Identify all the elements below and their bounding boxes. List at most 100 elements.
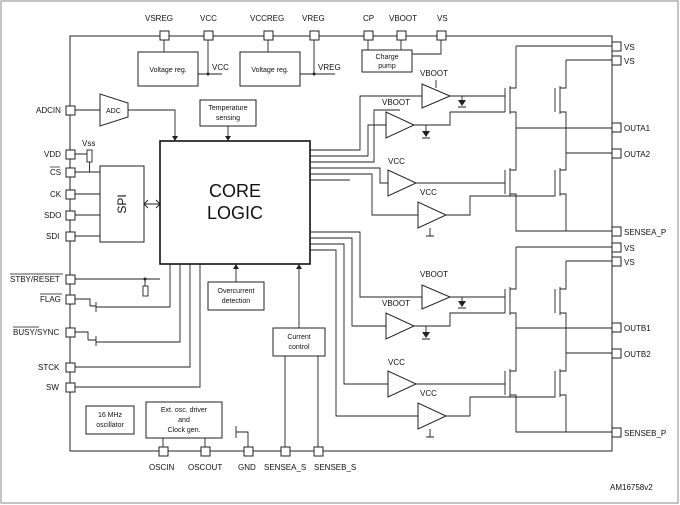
junction-dot (206, 72, 210, 76)
pin-box-senseb-p (611, 427, 622, 438)
pin-box-vboot (396, 30, 407, 41)
pin-label-sw: SW (46, 383, 59, 392)
bridge-b-vs-rails (515, 246, 612, 283)
arrow-head (233, 264, 239, 269)
pin-box-sw (65, 382, 76, 393)
bottom-pins: OSCIN OSCOUT GND SENSEA_S SENSEB_S (149, 446, 356, 472)
spi-label: SPI (115, 194, 129, 213)
top-pin-vsreg: VSREG (145, 14, 173, 41)
pin-box-adcin (65, 105, 76, 116)
pin-box-vs-b2 (611, 256, 622, 267)
vcc-out-label: VCC (212, 63, 229, 72)
temperature-sensing-block (199, 99, 257, 127)
diode-b1 (458, 301, 466, 307)
pin-label-sensea-p: SENSEA_P (624, 228, 666, 237)
adc-block (99, 93, 129, 127)
pin-box-ck (65, 189, 76, 200)
pin-label-outa2: OUTA2 (624, 150, 651, 159)
core-logic-label-2: LOGIC (207, 203, 263, 223)
pin-box-cp (363, 30, 374, 41)
pin-label-sensea-s: SENSEA_S (264, 463, 306, 472)
adc-label: ADC (106, 108, 121, 115)
pin-label-vboot: VBOOT (389, 14, 417, 23)
bridge-a: VBOOT VBOOT VCC VCC (382, 45, 612, 237)
overcurrent-label-2: detection (222, 298, 251, 305)
driver-a-hs2 (385, 111, 416, 139)
right-pins-a: VS VS OUTA1 OUTA2 SENSEA_P (611, 41, 666, 237)
right-pins-b: VS VS OUTB1 OUTB2 SENSEB_P (611, 242, 666, 438)
driver-b-hs1-label: VBOOT (420, 270, 448, 279)
pin-label-senseb-p: SENSEB_P (624, 429, 666, 438)
driver-b-hs1 (421, 284, 452, 310)
driver-a-ls1-label: VCC (388, 157, 405, 166)
current-control-label-2: control (288, 344, 309, 351)
bridge-b-sense-rail (515, 415, 612, 433)
spi-pin-wires (75, 171, 100, 237)
pin-label-stck: STCK (38, 363, 60, 372)
pin-box-vccreg (263, 30, 274, 41)
figure-id: AM16758v2 (610, 483, 653, 492)
pin-label-vsreg: VSREG (145, 14, 173, 23)
diode-a2 (422, 131, 430, 137)
pin-label-gnd: GND (238, 463, 256, 472)
arrow-head (172, 136, 178, 141)
pin-label-vs-b2: VS (624, 258, 635, 267)
pin-box-oscout (200, 446, 211, 457)
adc-to-core-wire (128, 109, 176, 140)
driver-a-ls2 (417, 201, 448, 229)
pin-label-sdi: SDI (46, 232, 59, 241)
top-pin-vccreg: VCCREG (250, 14, 284, 41)
arrow-head (225, 136, 231, 141)
driver-b-ls2-label: VCC (420, 389, 437, 398)
pin-box-outa2 (611, 148, 622, 159)
junction-dot (312, 72, 316, 76)
overcurrent-label-1: Overcurrent (218, 288, 255, 295)
vreg-out-label: VREG (318, 63, 341, 72)
pullup-resistor (86, 149, 93, 163)
clock-gen-label-3: Clock gen. (167, 427, 200, 434)
driver-a-hs1-wire (435, 80, 505, 97)
driver-b-ls2 (417, 402, 448, 430)
top-pin-vs: VS (436, 14, 448, 41)
top-pin-vcc: VCC (200, 14, 217, 41)
charge-pump-wires (367, 40, 442, 55)
fet-b-ls2 (554, 365, 567, 415)
spi-block (99, 165, 145, 243)
driver-a-ls2-wire (446, 194, 556, 216)
pin-box-sensea-s (280, 446, 291, 457)
pin-label-vs-a2: VS (624, 57, 635, 66)
pin-label-cs: CS (50, 168, 61, 177)
fet-a-hs2 (554, 82, 567, 142)
top-pin-vboot: VBOOT (389, 14, 417, 41)
pin-box-sdo (65, 210, 76, 221)
pin-label-senseb-s: SENSEB_S (314, 463, 356, 472)
fet-b-hs2 (554, 283, 567, 343)
pin-label-vdd: VDD (44, 150, 61, 159)
pin-label-flag: FLAG (40, 295, 61, 304)
bridge-a-out-nodes (515, 120, 612, 164)
bridge-b-out-nodes (515, 321, 612, 365)
core-logic-block (159, 140, 311, 265)
pin-label-outb1: OUTB1 (624, 324, 651, 333)
pin-box-vsreg (159, 30, 170, 41)
bridge-b: VBOOT VBOOT VCC VCC (382, 246, 612, 438)
driver-a-ls2-label: VCC (420, 188, 437, 197)
pin-box-outa1 (611, 122, 622, 133)
stby-resistor (142, 285, 149, 297)
stck-wire (75, 264, 191, 368)
core-to-bridge-b-wires (310, 231, 422, 417)
pin-box-vs-a2 (611, 55, 622, 66)
fet-b-hs1 (504, 283, 517, 321)
driver-b-hs2-label: VBOOT (382, 299, 410, 308)
pin-label-vcc: VCC (200, 14, 217, 23)
spi-core-arrow (143, 199, 161, 209)
voltage-reg-2-block (239, 51, 301, 87)
temp-label-2: sensing (216, 115, 240, 122)
osc-label-2: oscillator (96, 422, 124, 429)
driver-a-ls2-gnd (426, 228, 434, 237)
driver-b-hs2 (385, 312, 416, 340)
voltage-reg-1-block (137, 51, 199, 87)
chip-outline (69, 35, 613, 452)
clock-pin-wires (162, 438, 206, 447)
